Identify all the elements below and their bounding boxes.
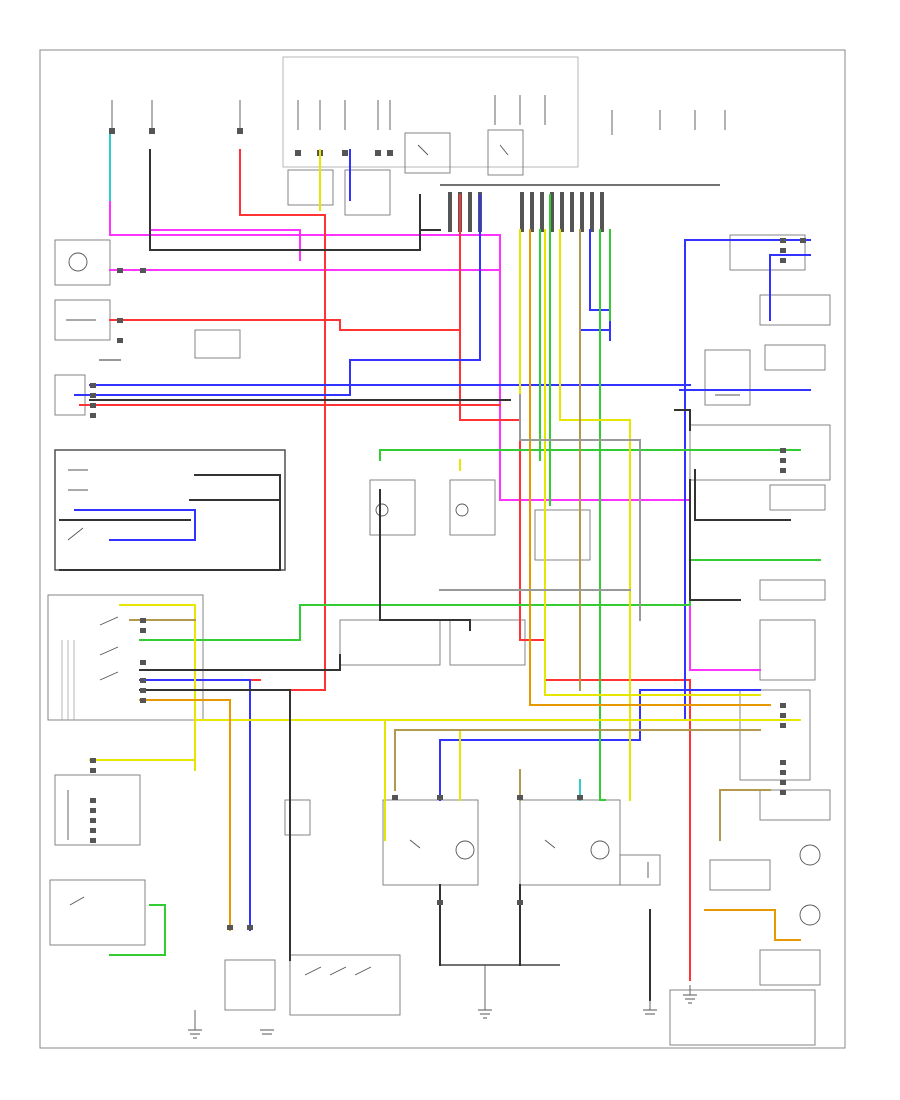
center-components: [224, 479, 621, 1019]
diagram-border: [39, 49, 846, 1049]
connector-pins: [90, 238, 806, 930]
ground-symbols: [643, 985, 697, 1015]
fuse-block-top: [109, 56, 726, 232]
right-components: [619, 234, 831, 1046]
wires: [59, 134, 821, 1001]
